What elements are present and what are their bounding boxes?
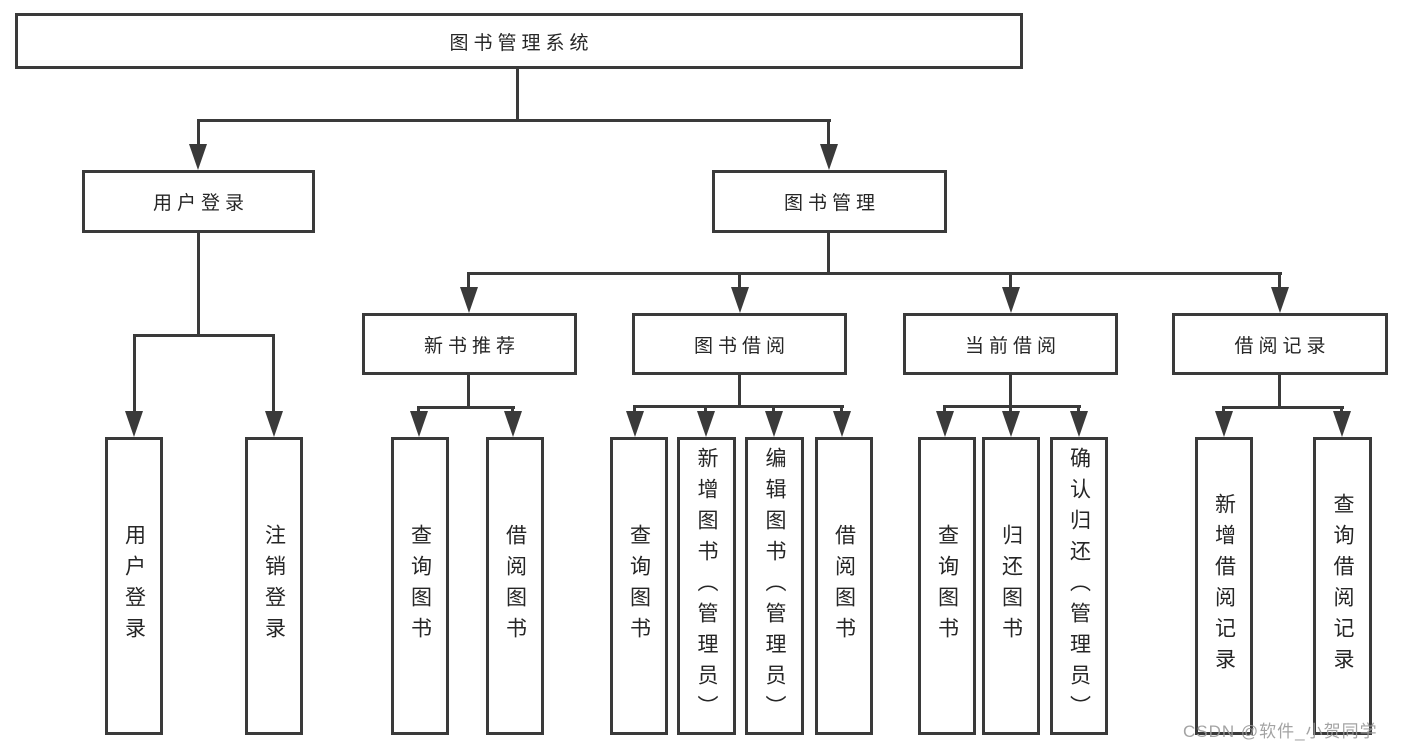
connector-line	[197, 233, 200, 336]
connector-line	[1222, 406, 1344, 409]
connector-line	[467, 272, 1282, 275]
leaf-current-query-books: 查询图书	[918, 437, 976, 735]
down-arrow-icon	[504, 411, 522, 437]
down-arrow-icon	[626, 411, 644, 437]
down-arrow-icon	[410, 411, 428, 437]
connector-line	[1009, 405, 1012, 413]
connector-line	[772, 405, 775, 413]
connector-line	[467, 272, 470, 289]
leaf-records-add-record: 新增借阅记录	[1195, 437, 1253, 735]
down-arrow-icon	[1215, 411, 1233, 437]
leaf-label: 编辑图书（管理员）	[763, 446, 786, 726]
leaf-label: 查询图书	[935, 524, 959, 648]
leaf-recommend-borrow-books: 借阅图书	[486, 437, 544, 735]
down-arrow-icon	[1271, 287, 1289, 313]
box-library-system-root: 图书管理系统	[15, 13, 1023, 69]
connector-line	[840, 405, 843, 413]
connector-line	[197, 119, 200, 146]
root-title: 图书管理系统	[449, 32, 594, 54]
leaf-borrowing-borrow-books: 借阅图书	[815, 437, 873, 735]
leaf-current-return-books: 归还图书	[982, 437, 1040, 735]
down-arrow-icon	[697, 411, 715, 437]
leaf-label: 注销登录	[262, 524, 286, 648]
box-book-management: 图书管理	[712, 170, 947, 233]
box-current-borrowing: 当前借阅	[903, 313, 1118, 375]
connector-line	[197, 119, 831, 122]
down-arrow-icon	[1002, 411, 1020, 437]
leaf-borrowing-add-books-admin: 新增图书（管理员）	[677, 437, 736, 735]
connector-line	[943, 405, 1081, 408]
leaf-label: 借阅图书	[832, 524, 856, 648]
down-arrow-icon	[820, 144, 838, 170]
leaf-label: 借阅图书	[503, 524, 527, 648]
box-label: 借阅记录	[1234, 335, 1331, 357]
leaf-label: 查询借阅记录	[1331, 493, 1354, 679]
connector-line	[827, 119, 830, 146]
box-label: 图书借阅	[693, 335, 790, 357]
down-arrow-icon	[833, 411, 851, 437]
leaf-borrowing-query-books: 查询图书	[610, 437, 668, 735]
connector-line	[511, 406, 514, 413]
leaf-current-confirm-return-admin: 确认归还（管理员）	[1050, 437, 1108, 735]
connector-line	[133, 334, 275, 337]
down-arrow-icon	[1070, 411, 1088, 437]
box-label: 当前借阅	[964, 335, 1061, 357]
leaf-label: 用户登录	[122, 524, 146, 648]
leaf-label: 查询图书	[627, 524, 651, 648]
leaf-logout: 注销登录	[245, 437, 303, 735]
leaf-borrowing-edit-books-admin: 编辑图书（管理员）	[745, 437, 804, 735]
leaf-records-query-record: 查询借阅记录	[1313, 437, 1372, 735]
connector-line	[272, 334, 275, 413]
box-borrowing-records: 借阅记录	[1172, 313, 1388, 375]
box-user-login: 用户登录	[82, 170, 315, 233]
down-arrow-icon	[265, 411, 283, 437]
connector-line	[1340, 406, 1343, 413]
leaf-label: 归还图书	[999, 524, 1023, 648]
down-arrow-icon	[1333, 411, 1351, 437]
box-label: 图书管理	[783, 193, 880, 214]
connector-line	[738, 272, 741, 289]
connector-line	[1009, 272, 1012, 289]
down-arrow-icon	[125, 411, 143, 437]
leaf-recommend-query-books: 查询图书	[391, 437, 449, 735]
box-new-book-recommend: 新书推荐	[362, 313, 577, 375]
connector-line	[1222, 406, 1225, 413]
connector-line	[738, 375, 741, 407]
connector-line	[516, 69, 519, 121]
leaf-label: 确认归还（管理员）	[1067, 446, 1091, 726]
connector-line	[467, 375, 470, 408]
leaf-label: 查询图书	[408, 524, 432, 648]
leaf-label: 新增借阅记录	[1212, 493, 1236, 679]
down-arrow-icon	[460, 287, 478, 313]
connector-line	[827, 233, 830, 274]
leaf-user-login: 用户登录	[105, 437, 163, 735]
down-arrow-icon	[731, 287, 749, 313]
down-arrow-icon	[765, 411, 783, 437]
connector-line	[1278, 272, 1281, 289]
connector-line	[1009, 375, 1012, 407]
down-arrow-icon	[936, 411, 954, 437]
connector-line	[133, 334, 136, 413]
csdn-watermark: CSDN @软件_小贺同学	[1183, 722, 1378, 741]
connector-line	[1077, 405, 1080, 413]
connector-line	[417, 406, 420, 413]
connector-line	[1278, 374, 1281, 408]
connector-line	[633, 405, 844, 408]
box-book-borrowing: 图书借阅	[632, 313, 847, 375]
connector-line	[704, 405, 707, 413]
down-arrow-icon	[189, 144, 207, 170]
leaf-label: 新增图书（管理员）	[695, 446, 718, 726]
down-arrow-icon	[1002, 287, 1020, 313]
connector-line	[633, 405, 636, 413]
connector-line	[417, 406, 515, 409]
box-label: 用户登录	[152, 193, 249, 214]
box-label: 新书推荐	[423, 335, 520, 357]
connector-line	[943, 405, 946, 413]
